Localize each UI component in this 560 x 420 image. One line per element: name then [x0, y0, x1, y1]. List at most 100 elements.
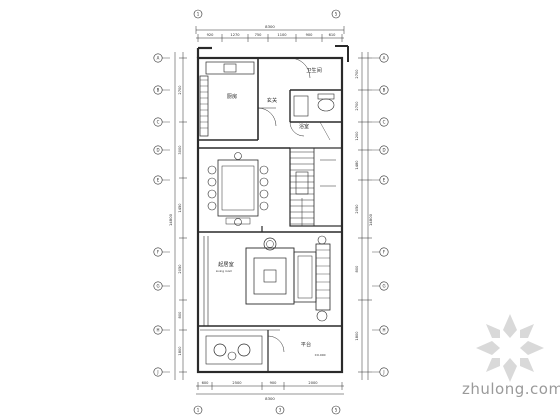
dimension-label: 2700 — [355, 101, 359, 111]
terrace-table — [227, 351, 237, 361]
dimension-label: 2050 — [178, 264, 182, 274]
door-swing — [257, 107, 277, 127]
grid-bubble-bottom — [331, 405, 341, 415]
dining-chair — [259, 177, 269, 187]
dimension-label: 3000 — [178, 145, 182, 155]
grid-bubble-label: E — [157, 178, 160, 183]
grid-bubble-label: D — [156, 148, 159, 153]
room-label-kitchen: 厨房 — [227, 92, 237, 100]
plan-line — [319, 121, 331, 141]
grid-bubble-label: H — [382, 328, 385, 333]
dimension-label: 2050 — [355, 204, 359, 214]
grid-bubble-label: H — [156, 328, 159, 333]
stair-landing — [295, 171, 309, 195]
dimension-label: 600 — [202, 381, 210, 385]
door-swing — [289, 121, 305, 137]
room-label-living: 起居室 — [218, 260, 234, 268]
grid-bubble-label: E — [383, 178, 386, 183]
kitchen-sink — [223, 63, 237, 73]
dimension-label: 800 — [178, 311, 182, 319]
grid-bubble-label: A — [383, 56, 386, 61]
toilet-cabinet — [293, 95, 309, 117]
coffee-table-centre — [263, 269, 277, 283]
grid-bubble-label: J — [156, 370, 158, 375]
door-swing — [289, 57, 311, 79]
dimension-total-label: 8300 — [265, 396, 275, 401]
dining-chair — [259, 201, 269, 211]
room-label-toilet: 卫生间 — [306, 66, 322, 74]
sideboard — [225, 217, 251, 225]
dining-chair — [207, 201, 217, 211]
dining-chair — [207, 189, 217, 199]
dining-chair — [259, 189, 269, 199]
kitchen-counter-side — [199, 75, 209, 137]
dimension-label: 1800 — [178, 346, 182, 356]
dimension-label: 2000 — [308, 381, 318, 385]
toilet-tank — [317, 93, 335, 100]
living-rug — [245, 247, 295, 305]
watermark-logo — [476, 314, 544, 382]
dimension-total-label: 14800 — [168, 213, 173, 226]
sofa-seat — [297, 255, 313, 299]
kitchen-counter — [205, 61, 255, 75]
grid-bubble-label: F — [157, 250, 160, 255]
armchair — [263, 237, 277, 251]
terrace-chair — [237, 343, 251, 357]
grid-bubble-top — [193, 9, 203, 19]
dining-table — [217, 159, 259, 217]
dimension-label: 2500 — [232, 381, 242, 385]
dimension-total-label: 14800 — [368, 213, 373, 226]
grid-bubble-label: G — [382, 284, 385, 289]
grid-bubble-label: 5 — [335, 408, 338, 413]
dimension-label: 750 — [255, 33, 263, 37]
grid-bubble-label: C — [157, 120, 160, 125]
dimension-label: 920 — [207, 33, 215, 37]
grid-bubble-bottom — [193, 405, 203, 415]
dimension-label: 900 — [306, 33, 314, 37]
dining-chair — [234, 218, 242, 226]
terrace-seating-area — [205, 335, 263, 365]
dining-chair — [259, 165, 269, 175]
grid-bubble-label: 3 — [279, 408, 282, 413]
watermark-text: zhulong.com — [462, 380, 560, 398]
dimension-label: 1270 — [230, 33, 240, 37]
grid-bubble-label: D — [382, 148, 385, 153]
dimension-label: 2700 — [355, 69, 359, 79]
door-swing — [267, 335, 285, 353]
dining-chair — [207, 177, 217, 187]
dimension-label: 900 — [270, 381, 278, 385]
toilet-fixture — [317, 98, 335, 112]
grid-bubble-top — [331, 9, 341, 19]
room-label-bath: 浴室 — [299, 123, 309, 130]
tv-cabinet — [315, 243, 331, 311]
grid-bubble-label: A — [157, 56, 160, 61]
armchair-seat — [266, 240, 274, 248]
dimension-label: 1200 — [355, 131, 359, 141]
coffee-table — [253, 257, 287, 295]
staircase — [289, 147, 343, 227]
exterior-wall — [196, 56, 344, 374]
room-label-terrace: 平台 — [301, 340, 311, 348]
sofa — [293, 251, 317, 303]
dimension-label: 1100 — [277, 33, 287, 37]
grid-bubble-label: 1 — [197, 408, 200, 413]
grid-bubble-label: F — [383, 250, 386, 255]
room-sublabel-living: Living room — [216, 269, 233, 273]
plant — [316, 310, 328, 322]
grid-bubble-label: G — [156, 284, 159, 289]
grid-bubble-label: B — [383, 88, 386, 93]
grid-bubble-label: B — [157, 88, 160, 93]
dining-chair — [207, 165, 217, 175]
dimension-total-label: 8300 — [265, 24, 275, 29]
grid-bubble-bottom — [275, 405, 285, 415]
dimension-label: 2700 — [178, 85, 182, 95]
grid-bubble-label: 5 — [335, 12, 338, 17]
dining-table-top — [221, 165, 255, 211]
grid-bubble-label: 1 — [197, 12, 200, 17]
dimension-label: 1450 — [178, 203, 182, 213]
grid-bubble-label: J — [382, 370, 384, 375]
plant — [317, 235, 327, 245]
grid-bubble-label: C — [383, 120, 386, 125]
room-label-entrance: 玄关 — [267, 96, 277, 104]
